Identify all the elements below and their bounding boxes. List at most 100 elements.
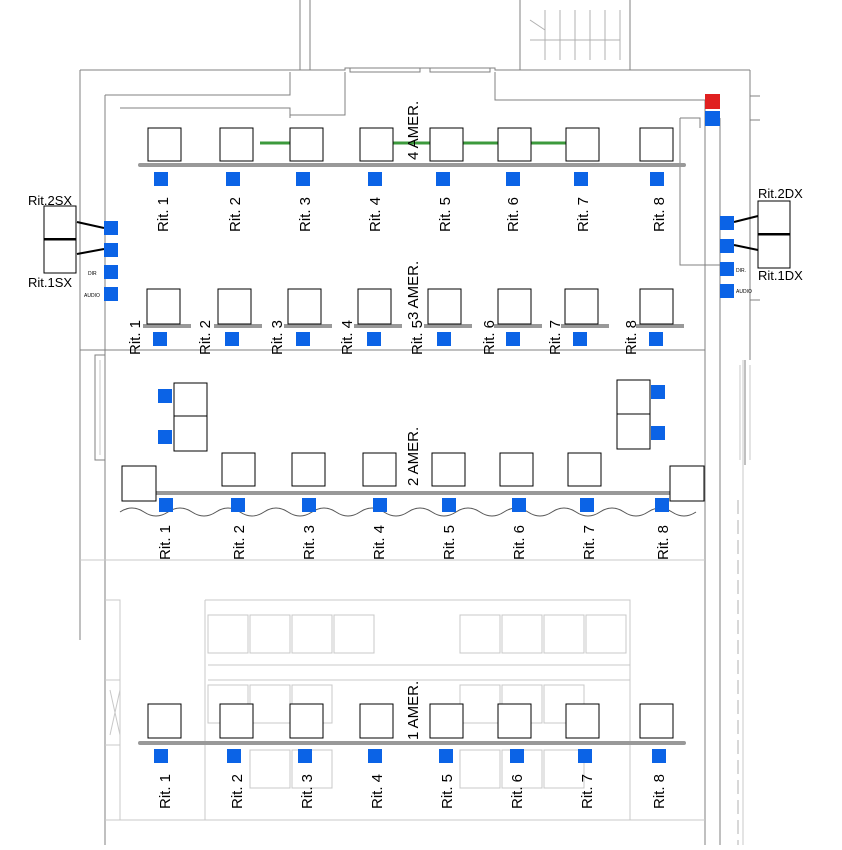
device-marker[interactable] <box>302 498 316 512</box>
device-marker[interactable] <box>574 172 588 186</box>
side-left-device-dir[interactable] <box>104 265 118 279</box>
side-right-group: Rit.2DX Rit.1DX DIR. AUDIO <box>705 94 803 298</box>
device-marker[interactable] <box>442 498 456 512</box>
light-fixture[interactable] <box>287 288 322 325</box>
side-left-light-bottom[interactable] <box>43 239 77 274</box>
side-left-light-top[interactable] <box>43 205 77 240</box>
device-marker[interactable] <box>573 332 587 346</box>
device-marker[interactable] <box>296 332 310 346</box>
light-fixture[interactable] <box>289 127 324 162</box>
light-fixture[interactable] <box>499 452 534 487</box>
light-fixture[interactable] <box>289 703 324 739</box>
rit-label: Rit. 4 <box>339 320 356 355</box>
light-fixture[interactable] <box>497 127 532 162</box>
light-fixture[interactable] <box>362 452 397 487</box>
row2-left-stack-top[interactable] <box>173 382 208 417</box>
light-fixture[interactable] <box>427 288 462 325</box>
building-outline <box>79 0 760 845</box>
rit-label: Rit. 2 <box>227 197 244 232</box>
light-fixture[interactable] <box>639 288 674 325</box>
light-fixture[interactable] <box>147 703 182 739</box>
side-right-device-1[interactable] <box>720 216 734 230</box>
side-right-light-top[interactable] <box>757 200 791 235</box>
device-marker[interactable] <box>650 172 664 186</box>
device-marker[interactable] <box>153 332 167 346</box>
device-marker[interactable] <box>368 172 382 186</box>
side-right-device-audio[interactable] <box>720 284 734 298</box>
device-marker[interactable] <box>652 749 666 763</box>
device-marker[interactable] <box>439 749 453 763</box>
alert-device[interactable] <box>705 94 720 109</box>
light-fixture[interactable] <box>565 127 600 162</box>
device-marker[interactable] <box>231 498 245 512</box>
row2-left-stack-device-2[interactable] <box>158 430 172 444</box>
light-fixture[interactable] <box>429 703 464 739</box>
row2-right-stack-device-2[interactable] <box>651 426 665 440</box>
device-marker[interactable] <box>227 749 241 763</box>
light-fixture[interactable] <box>359 703 394 739</box>
light-fixture[interactable] <box>359 127 394 162</box>
light-fixture[interactable] <box>147 127 182 162</box>
device-marker[interactable] <box>655 498 669 512</box>
side-left-bottom-label: Rit.1SX <box>28 275 72 290</box>
device-marker[interactable] <box>159 498 173 512</box>
side-right-audio-label: AUDIO <box>736 289 752 295</box>
side-left-device-1[interactable] <box>104 221 118 235</box>
row2-right-stack-top[interactable] <box>616 379 651 415</box>
light-fixture[interactable] <box>564 288 599 325</box>
light-fixture[interactable] <box>567 452 602 487</box>
device-marker[interactable] <box>510 749 524 763</box>
rit-label: Rit. 8 <box>651 774 668 809</box>
device-marker[interactable] <box>154 172 168 186</box>
side-right-device-dir[interactable] <box>720 262 734 276</box>
side-left-device-audio[interactable] <box>104 287 118 301</box>
device-marker[interactable] <box>154 749 168 763</box>
light-fixture[interactable] <box>357 288 392 325</box>
row2-right-stack-device-1[interactable] <box>651 385 665 399</box>
row2-end-left-light[interactable] <box>121 465 157 502</box>
row2-right-stack-bottom[interactable] <box>616 413 651 450</box>
side-left-device-2[interactable] <box>104 243 118 257</box>
device-marker[interactable] <box>368 749 382 763</box>
device-marker[interactable] <box>649 332 663 346</box>
side-left-top-label: Rit.2SX <box>28 193 72 208</box>
device-marker[interactable] <box>506 332 520 346</box>
light-fixture[interactable] <box>639 127 674 162</box>
row2-left-stack-bottom[interactable] <box>173 415 208 452</box>
device-marker[interactable] <box>226 172 240 186</box>
light-fixture[interactable] <box>219 703 254 739</box>
light-fixture[interactable] <box>219 127 254 162</box>
device-marker[interactable] <box>225 332 239 346</box>
right-top-device[interactable] <box>705 111 720 126</box>
device-marker[interactable] <box>436 172 450 186</box>
device-marker[interactable] <box>578 749 592 763</box>
row2-end-right-light[interactable] <box>669 465 705 502</box>
light-fixture[interactable] <box>431 452 466 487</box>
device-marker[interactable] <box>512 498 526 512</box>
light-fixture[interactable] <box>146 288 181 325</box>
light-fixture[interactable] <box>565 703 600 739</box>
side-right-device-2[interactable] <box>720 239 734 253</box>
light-fixture[interactable] <box>497 703 532 739</box>
side-right-dir-label: DIR. <box>736 268 746 274</box>
device-marker[interactable] <box>296 172 310 186</box>
light-fixture[interactable] <box>639 703 674 739</box>
light-fixture[interactable] <box>429 127 464 162</box>
rit-label: Rit. 4 <box>367 197 384 232</box>
light-fixture[interactable] <box>221 452 256 487</box>
row2-left-stack-device-1[interactable] <box>158 389 172 403</box>
light-fixture[interactable] <box>291 452 326 487</box>
device-marker[interactable] <box>367 332 381 346</box>
device-marker[interactable] <box>437 332 451 346</box>
side-right-light-bottom[interactable] <box>757 234 791 269</box>
rit-label: Rit. 8 <box>655 525 672 560</box>
rit-label: Rit. 1 <box>127 320 144 355</box>
device-marker[interactable] <box>580 498 594 512</box>
device-marker[interactable] <box>373 498 387 512</box>
device-marker[interactable] <box>298 749 312 763</box>
light-fixture[interactable] <box>497 288 532 325</box>
device-marker[interactable] <box>506 172 520 186</box>
light-fixture[interactable] <box>217 288 252 325</box>
